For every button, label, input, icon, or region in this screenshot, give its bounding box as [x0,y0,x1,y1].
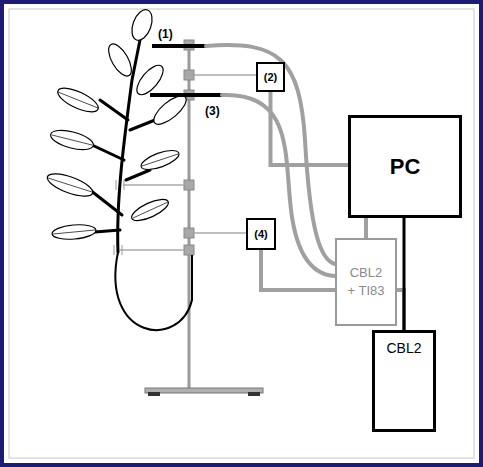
box-label: PC [359,152,451,182]
box-label: CBL2 + TI83 [345,264,387,299]
leaves [45,7,191,241]
box-label: CBL2 [383,339,425,358]
callout-number: (3) [204,104,221,118]
data-cable [403,218,406,330]
stand-base [145,388,263,393]
interface-box: CBL2 [372,330,436,432]
clamp-arms [120,75,256,250]
computer-box: PC [348,115,462,218]
stand-foot [148,392,160,396]
root-tube [115,252,192,330]
interface-box: CBL2 + TI83 [335,238,397,326]
callout-number: (1) [157,27,174,41]
box-label: (4) [252,227,270,242]
leaf-veins [48,92,178,234]
sensor-bar [150,93,222,97]
clamps [184,40,194,255]
sensor-box: (4) [246,218,276,250]
inner-frame [9,9,474,458]
sensor-box: (2) [256,62,285,92]
box-label: (2) [262,70,279,85]
sensor-bar [152,44,206,48]
stand-foot [248,392,260,396]
